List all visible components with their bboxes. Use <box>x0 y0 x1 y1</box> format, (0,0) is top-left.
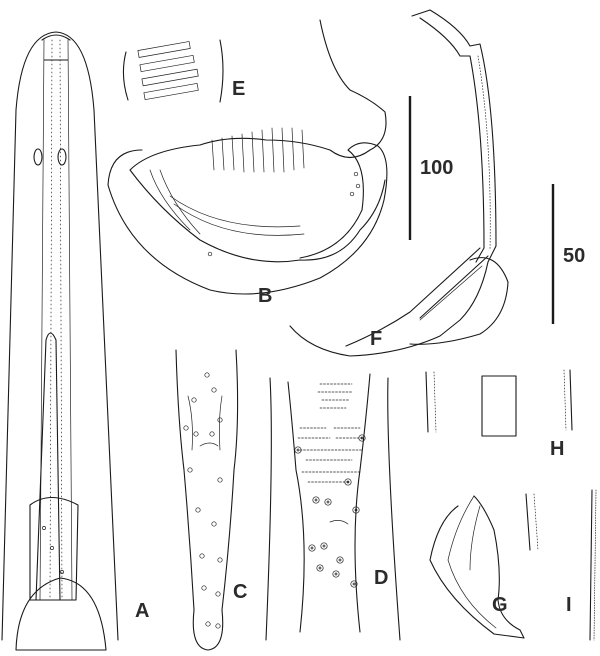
panel-label-h: H <box>550 438 564 460</box>
figure-c-ventral-tail <box>175 349 239 651</box>
panel-label-d: D <box>374 567 388 589</box>
panel-label-i: I <box>566 594 572 616</box>
scale-bar-50: 50 <box>551 184 585 324</box>
panel-label-b: B <box>258 285 272 307</box>
figure-h-cuticle-section <box>425 369 573 437</box>
scale-bar-100: 100 <box>408 96 453 240</box>
panel-label-a: A <box>135 600 149 622</box>
panel-label-f: F <box>370 328 382 350</box>
panel-label-e: E <box>232 78 245 100</box>
figure-i-cuticle-detail <box>525 489 597 641</box>
panel-label-c: C <box>233 581 247 603</box>
figure-a-anterior-end <box>1 31 119 651</box>
figure-e-cuticle-detail <box>122 39 224 103</box>
scale-bar-100-label: 100 <box>420 157 453 179</box>
figure-b-male-tail <box>107 19 388 295</box>
figure-d-ventral-detail <box>265 373 401 641</box>
figure-g-gubernaculum <box>429 495 525 639</box>
scale-bar-50-label: 50 <box>563 245 585 267</box>
figure-f-spicule <box>289 9 509 357</box>
panel-label-g: G <box>492 594 508 616</box>
